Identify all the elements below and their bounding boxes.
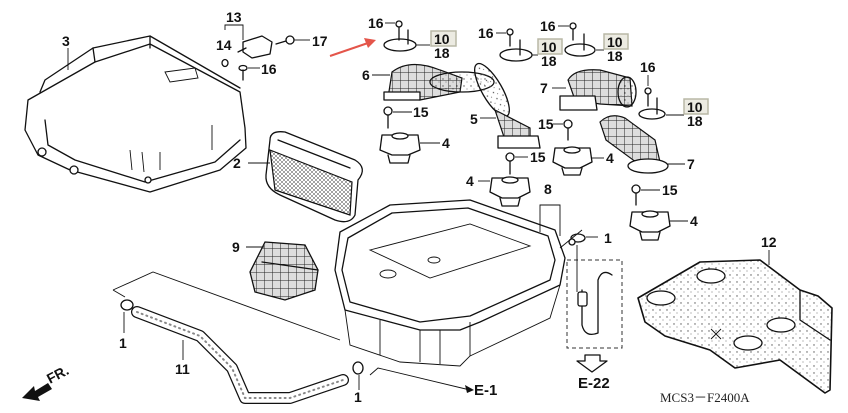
callout-13: 13 [226, 9, 242, 25]
e22-hose [581, 271, 613, 336]
part-16-screw-e[interactable] [644, 87, 652, 107]
part-4-holder-c[interactable] [489, 176, 531, 207]
diagram-code: MCS3－F2400A [660, 390, 750, 405]
callout-4-b: 4 [606, 150, 614, 166]
callout-17: 17 [312, 33, 328, 49]
front-direction-arrow [22, 383, 52, 401]
part-15-bolt-c[interactable] [505, 152, 515, 175]
callout-3: 3 [62, 33, 70, 49]
part-15-bolt-d[interactable] [631, 184, 641, 206]
part-8-case[interactable] [334, 199, 566, 367]
part-16-screw-a[interactable] [238, 64, 248, 81]
part-10-band-c[interactable] [564, 33, 596, 57]
callout-18-a: 18 [434, 45, 450, 61]
highlight-box-10-c [603, 33, 629, 50]
callout-1-a: 1 [119, 335, 127, 351]
part-15-bolt-b[interactable] [563, 119, 573, 141]
part-17-bolt[interactable] [275, 35, 295, 45]
leader-case-clamp [559, 229, 583, 249]
callout-15-c: 15 [530, 149, 546, 165]
part-1-clamp-a[interactable] [120, 299, 134, 333]
callout-18-d: 18 [687, 113, 703, 129]
callout-4-c: 4 [466, 173, 474, 189]
callout-12: 12 [761, 234, 777, 250]
callout-10-b: 10 [541, 39, 557, 55]
part-4-holder-a[interactable] [379, 132, 421, 164]
callout-9: 9 [232, 239, 240, 255]
part-10-band-b[interactable] [499, 39, 533, 62]
callout-1-b: 1 [354, 389, 362, 405]
callout-7-a: 7 [540, 80, 548, 96]
highlight-box-10-b [537, 38, 563, 55]
callout-16-c: 16 [478, 25, 494, 41]
callout-16-a: 16 [261, 61, 277, 77]
callout-14: 14 [216, 37, 232, 53]
callout-4-d: 4 [690, 213, 698, 229]
leader-e1 [369, 367, 471, 391]
callout-11: 11 [175, 361, 190, 377]
callout-16-d: 16 [540, 18, 556, 34]
part-1-clamp-c[interactable] [568, 233, 586, 246]
callout-2: 2 [233, 155, 241, 171]
arrow-e1 [465, 385, 474, 393]
part-16-screw-c[interactable] [506, 28, 514, 47]
part-5-funnel[interactable] [468, 59, 541, 149]
callout-15-a: 15 [413, 104, 429, 120]
ref-e1[interactable]: E-1 [474, 382, 497, 399]
callout-18-c: 18 [607, 48, 623, 64]
part-13-sensor[interactable] [237, 35, 273, 59]
callout-15-b: 15 [538, 116, 554, 132]
red-arrow-pointer [329, 38, 376, 57]
callout-10-a: 10 [434, 31, 450, 47]
callout-7-b: 7 [687, 156, 695, 172]
part-7-funnel-b[interactable] [599, 115, 669, 174]
callout-5: 5 [470, 111, 478, 127]
callout-10-c: 10 [607, 34, 623, 50]
direction-label: FR. [44, 362, 71, 387]
highlight-box-10-a [430, 30, 457, 47]
e22-hose-fitting [577, 291, 588, 307]
callout-16-e: 16 [640, 59, 656, 75]
part-15-bolt-a[interactable] [383, 106, 393, 129]
part-10-band-d[interactable] [638, 97, 666, 120]
part-2-filter[interactable] [265, 131, 363, 223]
part-7-funnel-a[interactable] [559, 69, 637, 111]
callout-4-a: 4 [442, 135, 450, 151]
e22-dashed-box [566, 259, 623, 349]
callout-8: 8 [544, 181, 552, 197]
part-9-resonator[interactable] [249, 241, 319, 301]
callout-1-c: 1 [604, 230, 612, 246]
leader-case-tube [112, 271, 341, 341]
part-4-holder-b[interactable] [552, 146, 593, 176]
part-14-washer[interactable] [221, 58, 229, 68]
highlight-box-10-d [683, 98, 709, 115]
tube-speckle [136, 311, 344, 399]
part-1-clamp-b[interactable] [352, 361, 364, 390]
part-4-holder-d[interactable] [629, 210, 671, 241]
part-16-screw-d[interactable] [569, 22, 577, 41]
callout-10-d: 10 [687, 99, 703, 115]
ref-e22[interactable]: E-22 [578, 375, 610, 392]
part-16-screw-b[interactable] [395, 20, 403, 41]
callout-6: 6 [362, 67, 370, 83]
callout-16-b: 16 [368, 15, 384, 31]
callout-18-b: 18 [541, 53, 557, 69]
part-3-cover[interactable] [24, 35, 247, 193]
part-10-band-a[interactable] [383, 29, 417, 52]
callout-15-d: 15 [662, 182, 678, 198]
part-12-heat-guard[interactable] [637, 259, 833, 394]
e22-down-arrow [576, 354, 608, 373]
